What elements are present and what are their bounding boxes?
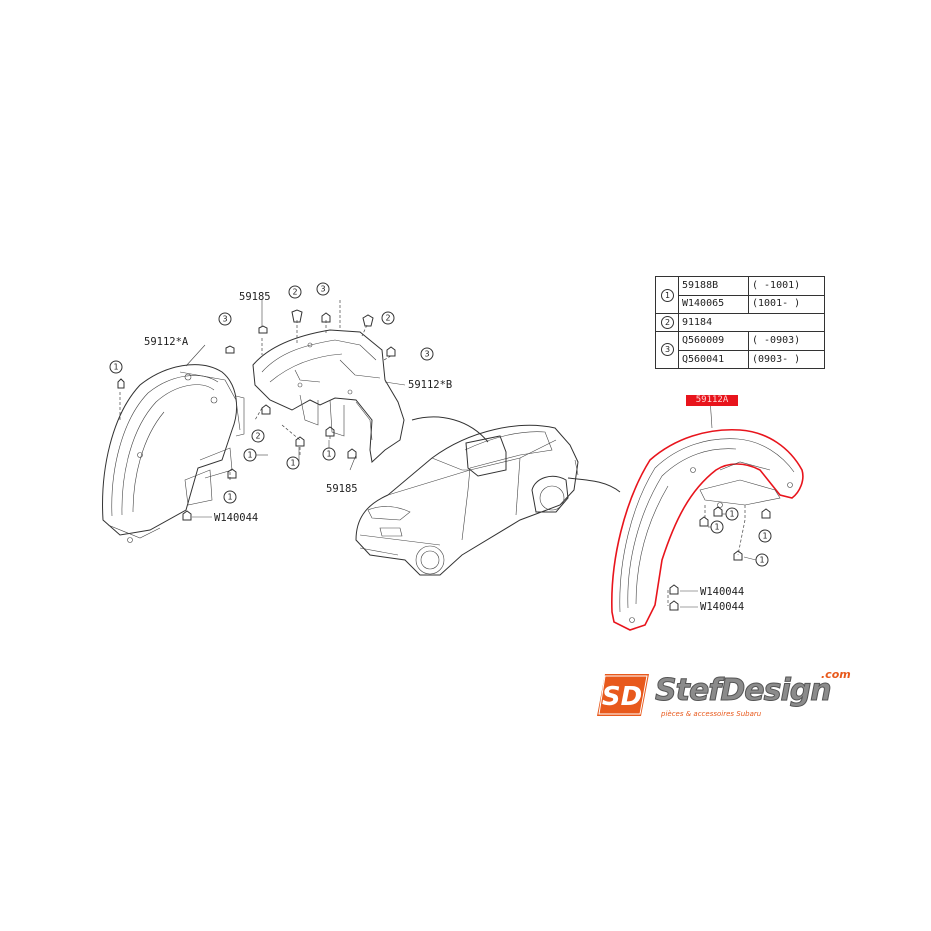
svg-text:SD: SD [602,682,642,712]
part-label-59185-bottom: 59185 [326,483,358,495]
callout-2: 2 [288,285,302,299]
fender-liner-b [252,300,405,463]
callout-2: 2 [381,311,395,325]
legend-range-4: (0903- ) [752,354,801,365]
logo-brand-text: StefDesign [655,673,833,709]
svg-text:3: 3 [424,350,429,359]
svg-text:1: 1 [729,510,734,519]
callout-1: 1 [223,490,237,504]
legend-part-q560009: Q560009 [682,335,725,346]
part-label-59185-top: 59185 [239,291,271,303]
svg-text:1: 1 [247,451,252,460]
svg-text:1: 1 [326,450,331,459]
logo-dotcom-text: .com [821,668,851,681]
legend-ref-2: 2 [661,316,674,329]
svg-text:1: 1 [113,363,118,372]
callout-1: 1 [109,360,123,374]
legend-range-1: ( -1001) [752,280,801,291]
svg-text:2: 2 [292,288,297,297]
callouts-right: 1 1 1 1 [680,507,772,608]
fender-liner-highlighted [611,397,804,631]
callout-2: 2 [251,429,265,443]
svg-text:1: 1 [759,556,764,565]
part-label-59112-a: 59112*A [144,336,189,348]
svg-text:3: 3 [320,285,325,294]
legend-range-3: ( -0903) [752,335,801,346]
svg-text:1: 1 [762,532,767,541]
callout-1: 1 [758,529,772,543]
stefdesign-logo[interactable]: SD StefDesign .com pièces & accessoires … [595,668,855,724]
svg-text:1: 1 [227,493,232,502]
callout-1: 1 [725,507,739,521]
callout-1: 1 [322,447,336,461]
logo-tagline: pièces & accessoires Subaru [661,710,762,718]
fastener-legend-table: 1 2 3 59188B ( -1001) W140065 (1001- ) 9… [655,276,825,369]
callout-1: 1 [243,448,257,462]
svg-text:2: 2 [255,432,260,441]
legend-ref-3: 3 [661,343,674,356]
svg-text:1: 1 [290,459,295,468]
legend-ref-1: 1 [661,289,674,302]
part-label-w140044-right-1: W140044 [700,586,744,598]
part-label-w140044-right-2: W140044 [700,601,744,613]
logo-mark-icon: SD [597,674,649,716]
svg-text:1: 1 [714,523,719,532]
car-illustration [355,424,579,576]
callout-1: 1 [755,553,769,567]
fender-liner-a [102,364,245,543]
legend-part-w140065: W140065 [682,298,725,309]
svg-text:3: 3 [222,315,227,324]
part-label-59112-b: 59112*B [408,379,452,391]
callout-1: 1 [710,520,724,534]
legend-range-2: (1001- ) [752,298,801,309]
callout-1: 1 [286,456,300,470]
svg-text:2: 2 [385,314,390,323]
highlighted-part-tag: 59112A [686,395,738,406]
legend-part-59188b: 59188B [682,280,719,291]
fasteners-left [117,309,396,521]
callout-3: 3 [218,312,232,326]
part-label-w140044-left: W140044 [214,512,258,524]
legend-part-q560041: Q560041 [682,354,725,365]
legend-part-91184: 91184 [682,317,713,328]
callout-3: 3 [420,347,434,361]
callouts-left: 1 3 2 3 2 3 2 1 1 1 1 [109,282,434,504]
callout-3: 3 [316,282,330,296]
